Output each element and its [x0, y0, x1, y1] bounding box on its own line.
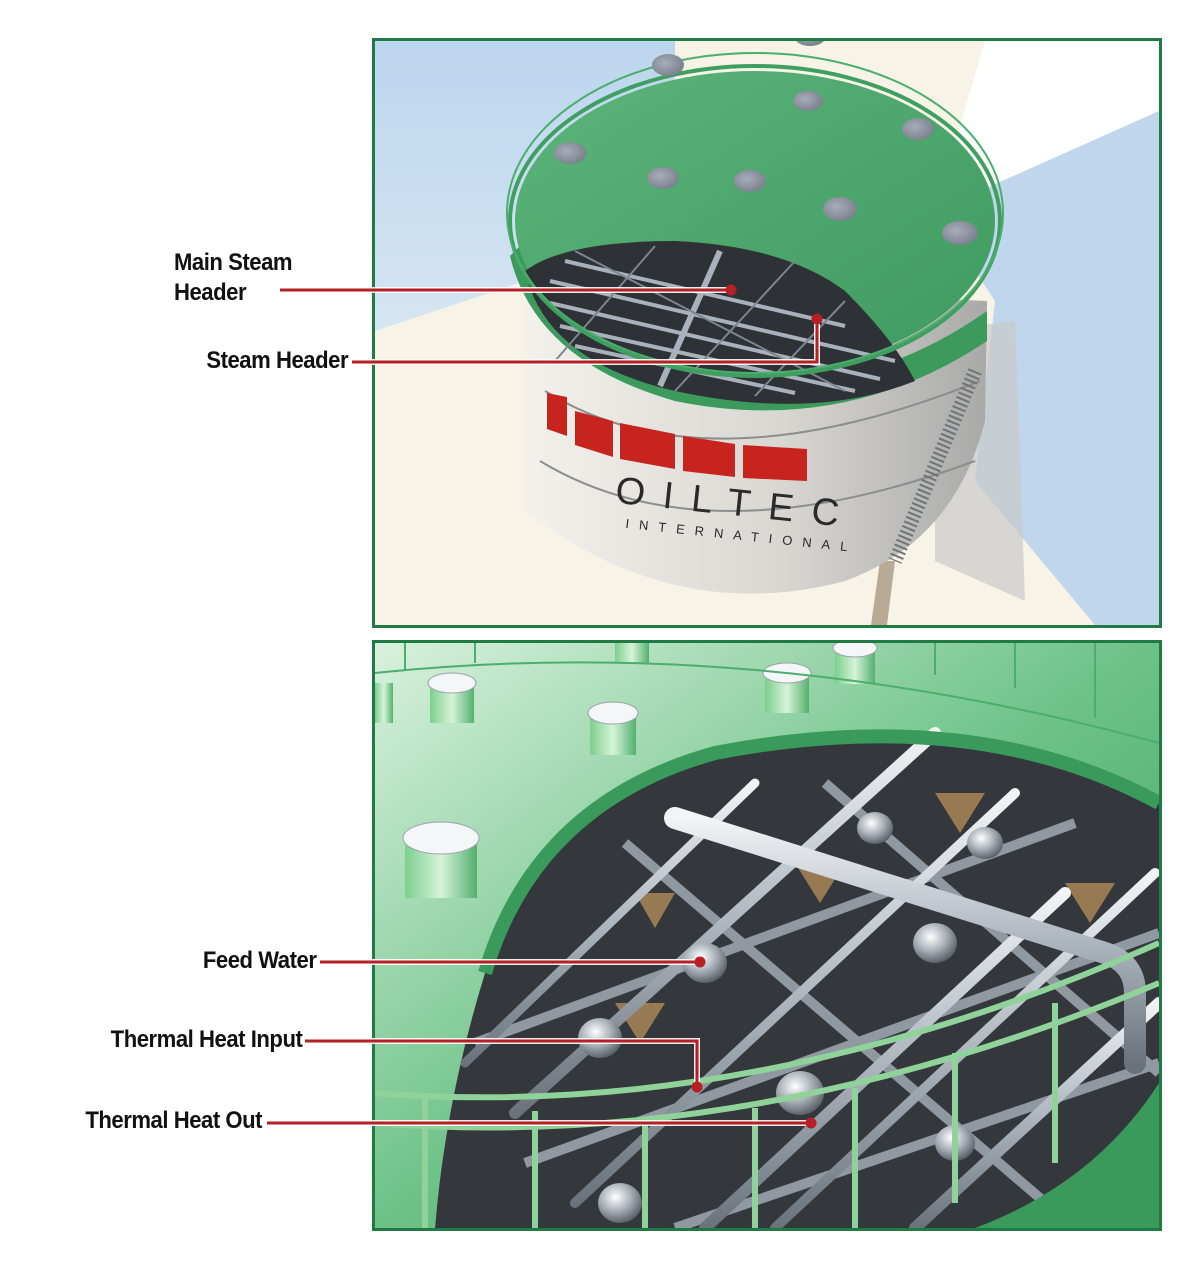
foreground-railing — [375, 940, 1159, 1228]
tank-exterior-panel: OILTEC INTERNATIONAL — [372, 38, 1162, 628]
label-main-steam-line1: Main Steam — [174, 249, 293, 276]
label-main-steam-line2: Header — [174, 279, 247, 306]
tank-cutaway-illustration — [375, 643, 1159, 1228]
roof-hatches — [554, 41, 978, 245]
label-thermal-heat-out: Thermal Heat Out — [85, 1107, 262, 1134]
roof-nozzles — [375, 643, 878, 898]
tank-exterior-illustration: OILTEC INTERNATIONAL — [375, 41, 1159, 625]
label-main-steam-header: Main Steam Header — [174, 248, 293, 308]
tank-cutaway-closeup-panel — [372, 640, 1162, 1231]
label-thermal-heat-input: Thermal Heat Input — [110, 1026, 302, 1053]
label-feed-water: Feed Water — [202, 947, 316, 974]
label-steam-header: Steam Header — [206, 347, 348, 374]
tank-sign: OILTEC INTERNATIONAL — [547, 393, 859, 555]
